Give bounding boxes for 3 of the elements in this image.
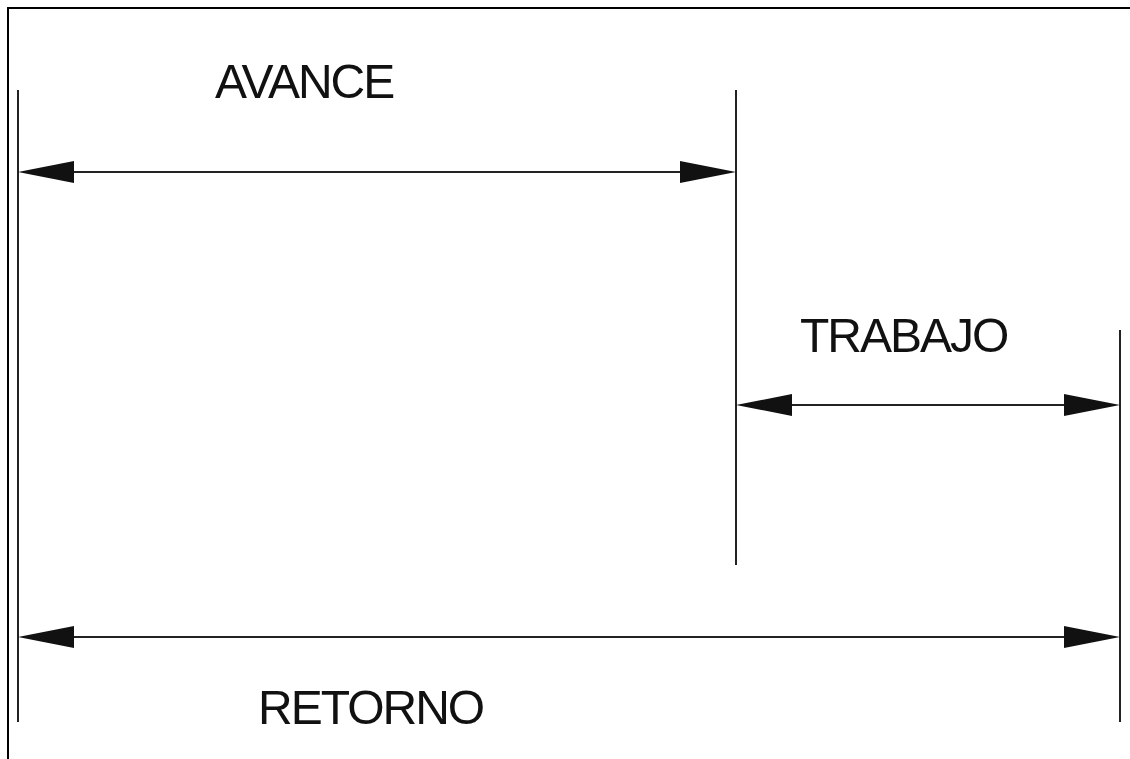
dimension-label: RETORNO — [258, 684, 484, 732]
dimension-label: TRABAJO — [800, 312, 1008, 360]
dimension-label: AVANCE — [215, 58, 394, 106]
